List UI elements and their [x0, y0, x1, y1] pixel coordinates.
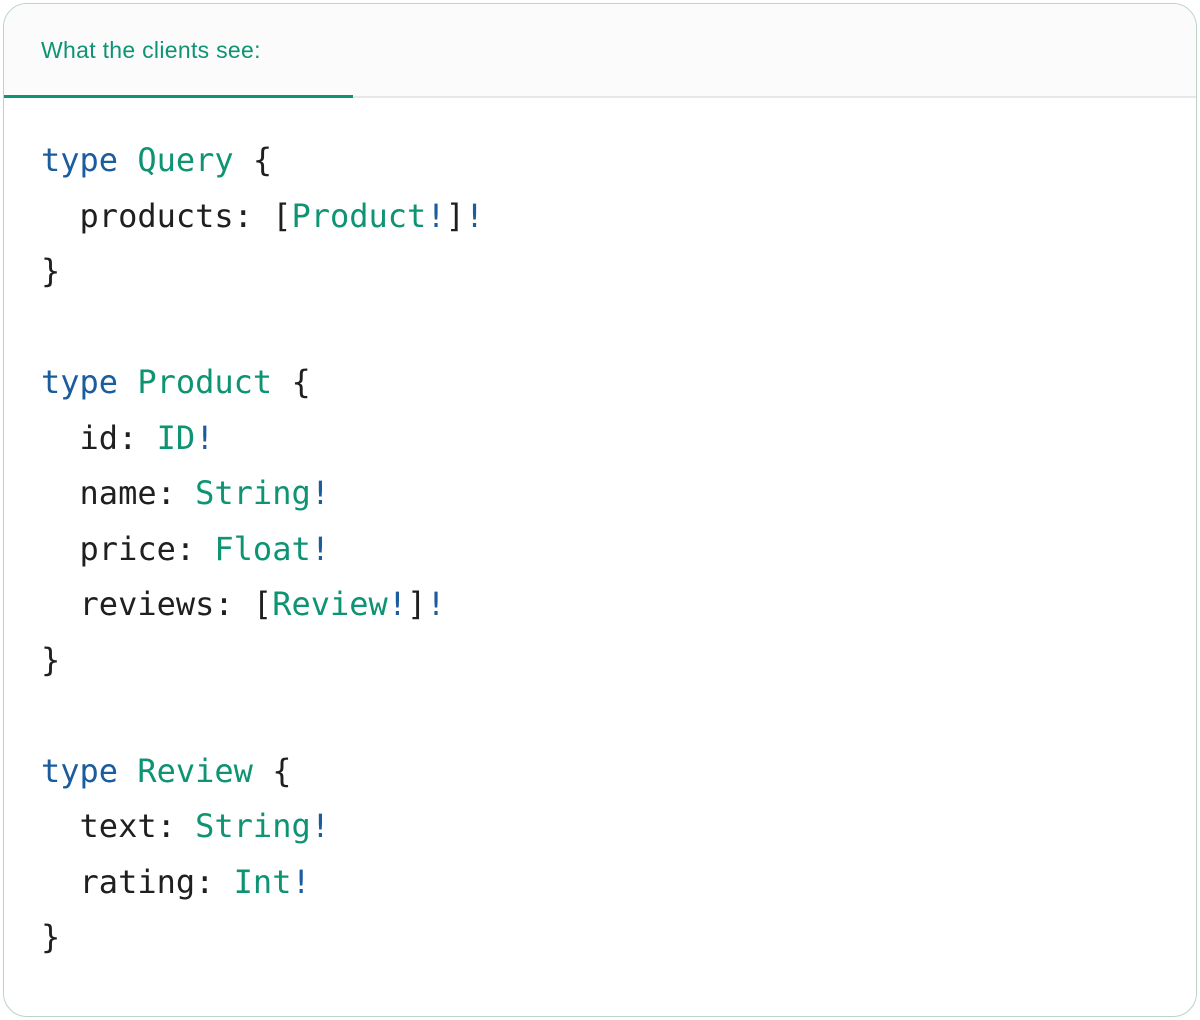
code-token-plain: text: [41, 807, 196, 845]
code-token-type_name: ID [156, 418, 196, 457]
code-panel-card: What the clients see: type Query { produ… [3, 3, 1197, 1017]
code-panel-header: What the clients see: [4, 4, 1196, 98]
code-token-plain [118, 363, 137, 401]
code-line: price: Float! [41, 522, 1159, 578]
code-token-plain: id: [41, 418, 157, 457]
code-token-plain: rating: [41, 862, 234, 901]
code-token-plain: } [41, 252, 61, 290]
code-token-bang: ! [291, 862, 311, 901]
code-line: } [41, 633, 1159, 689]
code-token-plain: } [41, 640, 61, 679]
code-line: type Query { [41, 133, 1159, 189]
code-token-type_name: Int [233, 862, 292, 901]
code-token-plain: ] [445, 196, 465, 235]
code-token-plain: } [41, 918, 61, 956]
code-line: rating: Int! [41, 855, 1159, 911]
code-token-plain: { [252, 751, 292, 790]
code-token-plain: reviews: [ [41, 585, 273, 623]
code-token-type_name: Query [137, 141, 234, 179]
code-token-type_name: Float [214, 529, 311, 568]
code-token-plain: ] [407, 585, 427, 623]
code-token-type_name: String [195, 807, 311, 845]
code-line: } [41, 910, 1159, 966]
code-token-plain [118, 752, 137, 790]
code-block: type Query { products: [Product!]!} type… [4, 98, 1196, 1001]
code-token-bang: ! [195, 418, 215, 457]
code-line: name: String! [41, 466, 1159, 522]
code-token-plain: price: [41, 529, 215, 568]
code-token-bang: ! [310, 474, 330, 512]
code-line: type Product { [41, 355, 1159, 411]
code-token-type_name: Product [137, 363, 273, 401]
code-line: text: String! [41, 799, 1159, 855]
code-token-bang: ! [310, 807, 330, 845]
code-token-bang: ! [426, 585, 446, 623]
code-line-blank [41, 300, 1159, 356]
code-token-plain: products: [ [41, 196, 292, 235]
code-token-keyword: type [41, 141, 119, 179]
code-token-bang: ! [464, 196, 485, 235]
code-token-plain: { [233, 141, 273, 179]
code-token-bang: ! [426, 196, 446, 235]
tab-what-clients-see[interactable]: What the clients see: [41, 36, 261, 63]
code-token-bang: ! [387, 585, 408, 623]
code-line: type Review { [41, 744, 1159, 800]
code-token-bang: ! [310, 529, 330, 568]
code-line: } [41, 244, 1159, 300]
code-token-type_name: Product [291, 196, 427, 235]
code-token-plain: name: [41, 474, 196, 512]
code-token-keyword: type [41, 363, 119, 401]
code-line-blank [41, 688, 1159, 744]
code-token-type_name: Review [137, 751, 253, 790]
code-line: products: [Product!]! [41, 189, 1159, 245]
code-token-keyword: type [41, 751, 119, 790]
code-token-type_name: Review [272, 585, 388, 623]
code-token-plain [118, 141, 137, 179]
code-line: reviews: [Review!]! [41, 577, 1159, 633]
code-line: id: ID! [41, 411, 1159, 467]
code-token-type_name: String [195, 474, 311, 512]
active-tab-underline [4, 95, 353, 98]
code-token-plain: { [272, 363, 311, 401]
